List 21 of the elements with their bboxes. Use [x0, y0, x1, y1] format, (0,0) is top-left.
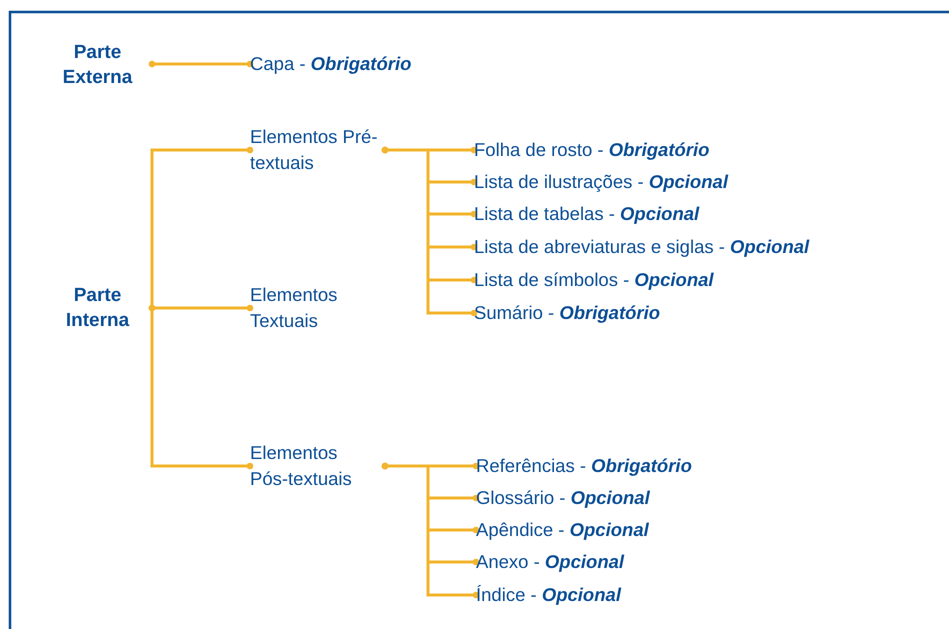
tree-item-label: Capa - Obrigatório: [250, 51, 510, 77]
tree-item-label: Glossário - Opcional: [476, 485, 916, 511]
connector-line: [148, 304, 254, 470]
tree-item-label: Elementos Pós-textuais: [250, 440, 380, 492]
connector-line: [148, 60, 254, 68]
tree-item-label: Elementos Textuais: [250, 282, 380, 334]
tree-item-label: Lista de abreviaturas e siglas - Opcional: [474, 234, 914, 260]
tree-item-label: Apêndice - Opcional: [476, 517, 916, 543]
tree-item-label: Lista de ilustrações - Opcional: [474, 169, 914, 195]
connector-line: [382, 462, 480, 598]
section-heading: Parte Interna: [55, 283, 152, 333]
tree-item-label: Anexo - Opcional: [476, 549, 916, 575]
tree-item-label: Elementos Pré-textuais: [250, 124, 380, 176]
tree-item-label: Sumário - Obrigatório: [474, 300, 914, 326]
tree-item-label: Lista de símbolos - Opcional: [474, 267, 914, 293]
tree-item-label: Folha de rosto - Obrigatório: [474, 137, 914, 163]
tree-item-label: Índice - Opcional: [476, 582, 916, 608]
section-heading: Parte Externa: [55, 40, 152, 90]
connector-line: [382, 146, 478, 316]
tree-item-label: Referências - Obrigatório: [476, 453, 916, 479]
tree-item-label: Lista de tabelas - Opcional: [474, 201, 914, 227]
